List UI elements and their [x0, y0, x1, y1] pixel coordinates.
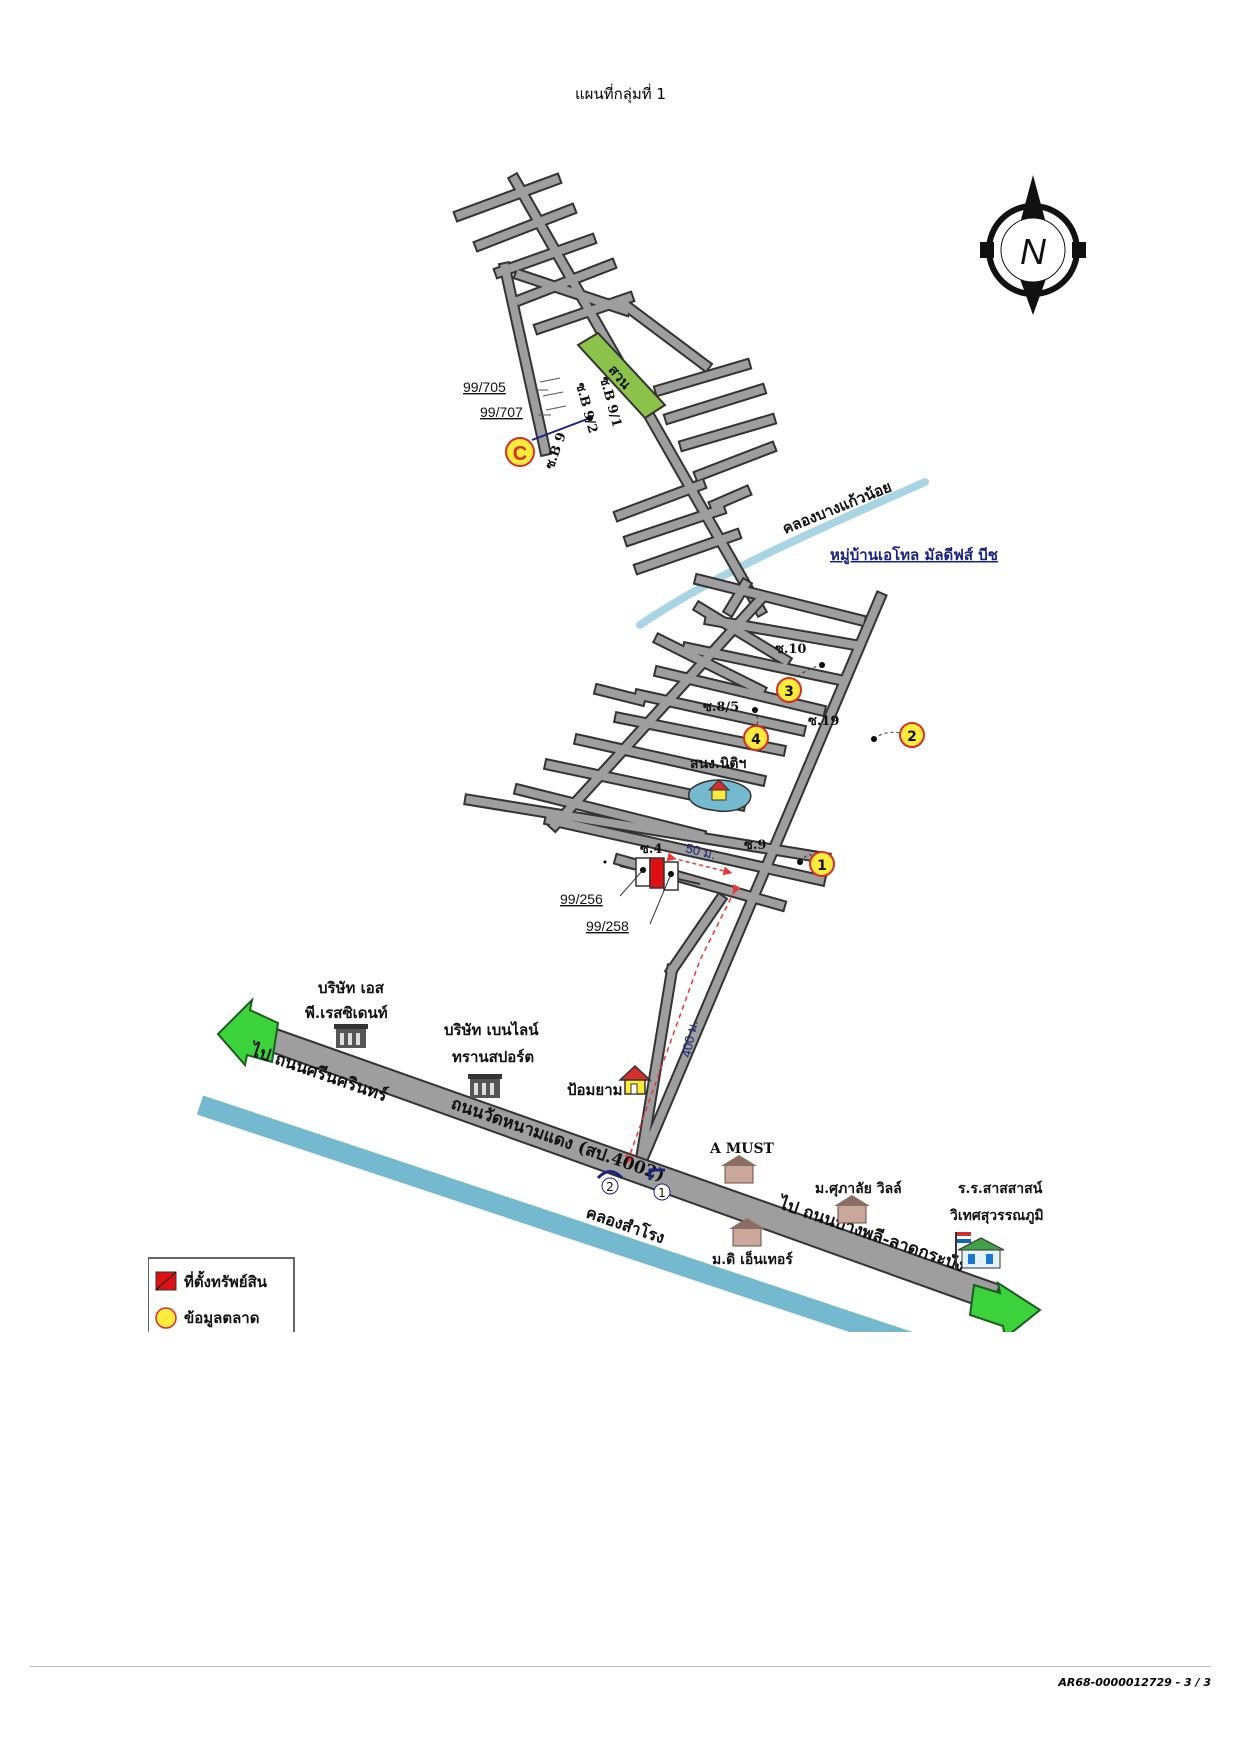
plot-99-256: 99/256 — [560, 891, 603, 907]
marker-1[interactable]: 1 — [809, 851, 835, 877]
soi-b9-2: ซ.B 9/2 — [572, 381, 600, 435]
school-icon — [955, 1232, 1005, 1269]
north-letter: N — [1020, 231, 1047, 272]
svg-text:1: 1 — [817, 858, 827, 874]
svg-text:1: 1 — [658, 1186, 666, 1200]
dim-50 — [666, 852, 733, 876]
svg-text:4: 4 — [751, 732, 761, 748]
house-icon-amust — [721, 1155, 757, 1184]
turn-marker-2: 2 — [596, 1170, 624, 1195]
pond-label: สนง.นิติฯ — [690, 756, 746, 772]
soi-8-5: ซ.8/5 — [703, 700, 739, 715]
soi-9: ซ.9 — [744, 838, 766, 853]
soi-19: ซ.19 — [808, 714, 839, 729]
the-enter-label: ม.ดิ เอ็นเทอร์ — [712, 1250, 793, 1268]
house-icon-supalai — [834, 1195, 870, 1224]
map-legend: ที่ตั้งทรัพย์สิน ข้อมูลตลาด — [148, 1257, 295, 1332]
location-map[interactable]: สวน 99/705 99/707 ซ.B 9 ซ.B 9/1 ซ.B 9/2 … — [148, 160, 1098, 1332]
footer-divider — [30, 1666, 1211, 1667]
svg-text:3: 3 — [784, 684, 794, 700]
company-sp-line1: บริษัท เอส — [318, 979, 385, 997]
soi-10: ซ.10 — [775, 642, 806, 657]
school-line1: ร.ร.สาสสาสน์ — [958, 1180, 1043, 1197]
dim-400 — [625, 883, 742, 1165]
plot-99-705: 99/705 — [463, 379, 506, 395]
marker-3[interactable]: 3 — [776, 677, 802, 703]
legend-market-swatch — [155, 1307, 177, 1329]
guardhouse-label: ป้อมยาม — [567, 1081, 623, 1099]
plot-99-707: 99/707 — [480, 404, 523, 420]
marker-2[interactable]: 2 — [899, 722, 925, 748]
company-sp-line2: พี.เรสซิเดนท์ — [305, 1004, 388, 1022]
road-watnamdaeng-label: ถนนวัดหนามแดง (สป.4002) — [448, 1094, 667, 1186]
company-bl-line1: บริษัท เบนไลน์ — [444, 1020, 539, 1039]
amust-label: A MUST — [709, 1141, 775, 1157]
page-title: แผนที่กลุ่มที่ 1 — [575, 85, 666, 103]
dim-50-label: 50 ม. — [684, 840, 717, 862]
building-icon-bl — [468, 1074, 502, 1098]
arrow-west — [216, 996, 280, 1068]
north-arrow-icon: N — [980, 175, 1086, 315]
building-icon-sp — [334, 1024, 368, 1048]
dot-c — [587, 415, 593, 421]
document-code: AR68-0000012729 - 3 / 3 — [1058, 1676, 1211, 1689]
leader-99-256 — [619, 869, 644, 897]
arrow-east — [968, 1280, 1042, 1332]
plot-99-258: 99/258 — [586, 918, 629, 934]
svg-text:C: C — [513, 443, 527, 465]
supalai-label: ม.ศุภาลัย วิลล์ — [815, 1180, 902, 1197]
juristic-office: สนง.นิติฯ — [688, 756, 752, 812]
marker-4[interactable]: 4 — [743, 725, 769, 751]
canal-bangkaew — [636, 478, 929, 629]
link-c — [531, 417, 591, 441]
svg-text:2: 2 — [907, 729, 917, 745]
svg-text:2: 2 — [606, 1180, 614, 1194]
lots-c — [535, 377, 567, 416]
legend-market-label: ข้อมูลตลาด — [184, 1309, 259, 1328]
marker-c[interactable]: C — [505, 437, 535, 467]
soi-4: ซ.4 — [640, 842, 662, 857]
company-bl-line2: ทรานสปอร์ต — [452, 1048, 534, 1066]
upper-road-grid-fill — [454, 174, 776, 616]
house-icon-enter — [729, 1218, 765, 1247]
guardhouse-icon — [618, 1064, 652, 1095]
turn-marker-1: 1 — [648, 1168, 671, 1201]
village-label: หมู่บ้านเอโทล มัลดีฟส์ บีช — [830, 545, 998, 565]
legend-property-label: ที่ตั้งทรัพย์สิน — [184, 1270, 268, 1291]
canal-samrong — [196, 1095, 913, 1332]
school-line2: วิเทศสุวรรณภูมิ — [949, 1208, 1044, 1224]
